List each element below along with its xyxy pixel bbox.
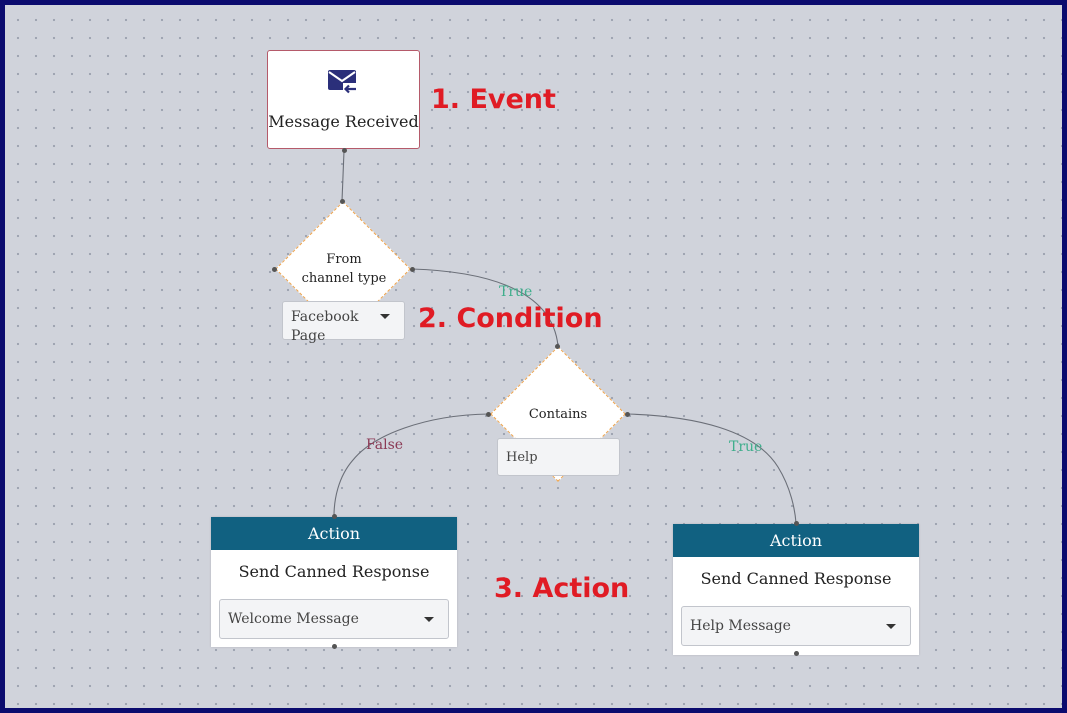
event-node-message-received[interactable]: Message Received <box>267 50 420 149</box>
action2-header: Action <box>673 524 919 557</box>
edge-label-true-2: True <box>729 439 763 455</box>
canned-response-select-welcome[interactable]: Welcome Message <box>219 599 449 639</box>
condition1-label-line2: channel type <box>301 271 387 286</box>
chevron-down-icon <box>380 314 390 319</box>
condition2-left-port[interactable] <box>486 412 491 417</box>
edge-label-false: False <box>366 437 404 453</box>
condition1-left-port[interactable] <box>272 267 277 272</box>
workflow-canvas[interactable]: Message Received From channel type Faceb… <box>5 5 1062 708</box>
edge-label-true-1: True <box>499 284 533 300</box>
canned-response-select-help[interactable]: Help Message <box>681 606 911 646</box>
channel-type-select[interactable]: Facebook Page <box>282 301 405 344</box>
connector-lines <box>333 150 797 524</box>
callout-condition: 2. Condition <box>418 303 603 334</box>
action2-selected: Help Message <box>690 618 791 634</box>
action1-title: Send Canned Response <box>238 562 430 581</box>
action1-input-port[interactable] <box>332 514 337 519</box>
condition2-right-port[interactable] <box>625 412 630 417</box>
action2-output-port[interactable] <box>794 651 799 656</box>
condition2-input-port[interactable] <box>555 344 560 349</box>
chevron-down-icon <box>886 624 896 629</box>
contains-value: Help <box>506 450 538 465</box>
chevron-down-icon <box>424 617 434 622</box>
action-node-help[interactable]: Action Send Canned Response Help Message <box>673 524 919 655</box>
action1-header: Action <box>211 517 457 550</box>
action-node-welcome[interactable]: Action Send Canned Response Welcome Mess… <box>211 517 457 647</box>
channel-type-value: Facebook Page <box>291 309 359 344</box>
action1-output-port[interactable] <box>332 644 337 649</box>
contains-text-field[interactable]: Help <box>497 438 620 476</box>
condition1-label-line1: From <box>326 252 362 267</box>
action2-input-port[interactable] <box>794 521 799 526</box>
action1-selected: Welcome Message <box>228 611 359 627</box>
condition2-label: Contains <box>528 407 588 422</box>
action2-title: Send Canned Response <box>700 569 892 588</box>
condition1-right-port[interactable] <box>410 267 415 272</box>
event-label: Message Received <box>268 112 419 131</box>
edge-condition1-true <box>411 268 559 347</box>
callout-event: 1. Event <box>431 84 556 115</box>
edge-condition2-false <box>333 413 490 517</box>
condition1-input-port[interactable] <box>340 199 345 204</box>
callout-action: 3. Action <box>494 573 630 604</box>
edge-condition2-true <box>626 413 797 524</box>
edge-event-to-condition1 <box>341 150 345 202</box>
event-output-port[interactable] <box>342 148 347 153</box>
mail-received-icon <box>328 69 358 101</box>
